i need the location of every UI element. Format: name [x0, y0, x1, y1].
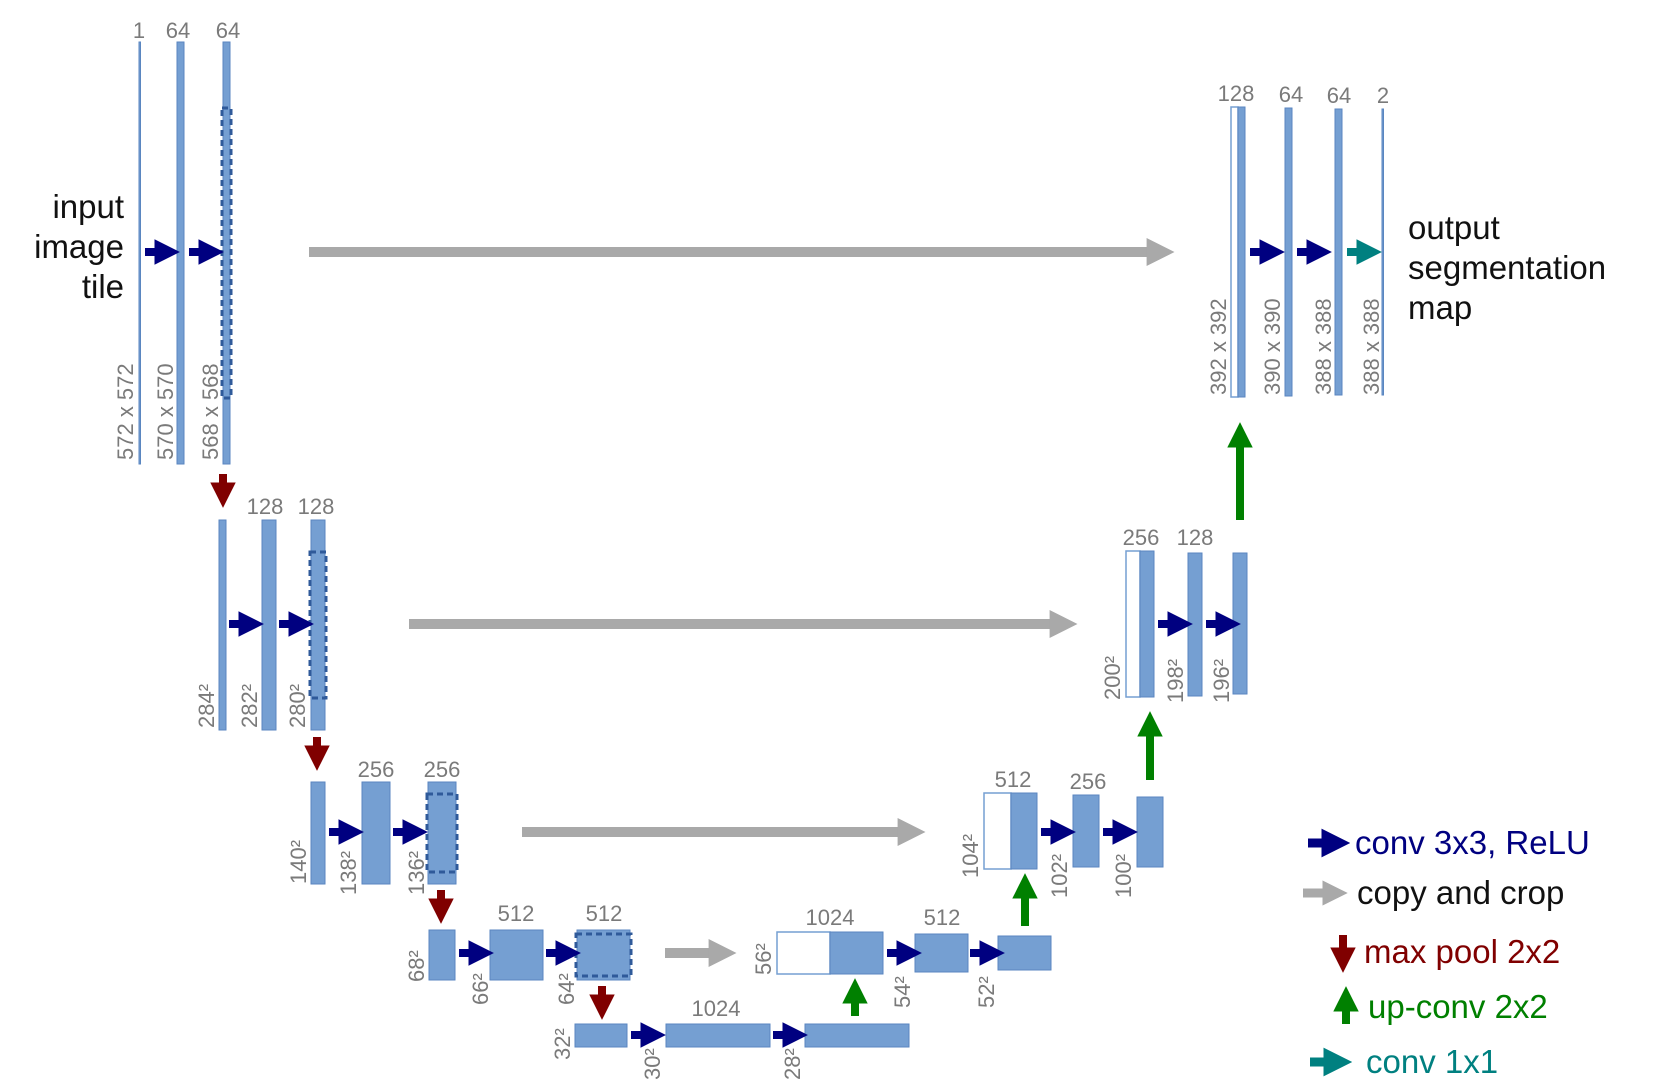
feature-map-52 [997, 935, 1052, 971]
size-label: 392 x 392 [1206, 298, 1231, 395]
size-label: 64² [554, 973, 579, 1005]
crop-region-level3 [425, 792, 459, 874]
size-label: 570 x 570 [153, 363, 178, 460]
legend: conv 3x3, ReLU copy and crop max pool 2x… [1303, 824, 1590, 1080]
channel-label: 512 [995, 767, 1032, 792]
size-label: 280² [285, 684, 310, 728]
size-label: 198² [1163, 659, 1188, 703]
input-label-line2: image [34, 228, 124, 265]
size-label: 140² [286, 840, 311, 884]
size-label: 54² [890, 976, 915, 1008]
feature-map-28 [804, 1023, 910, 1048]
size-label: 32² [550, 1028, 575, 1060]
size-label: 68² [404, 950, 429, 982]
channel-label: 1024 [692, 996, 741, 1021]
feature-map-30 [665, 1023, 771, 1048]
feature-map-568 [222, 41, 231, 465]
channel-label: 128 [298, 494, 335, 519]
feature-map-copied-392 [1230, 106, 1239, 398]
feature-map-66 [489, 929, 544, 981]
feature-map-388a [1334, 108, 1343, 396]
feature-map-104 [1010, 792, 1038, 870]
legend-label-conv1x1: conv 1x1 [1366, 1043, 1498, 1080]
size-label: 390 x 390 [1260, 298, 1285, 395]
feature-map-54 [914, 933, 969, 973]
feature-map-390 [1284, 107, 1293, 397]
feature-map-196 [1232, 552, 1248, 695]
feature-map-136 [427, 781, 457, 885]
size-label: 196² [1209, 659, 1234, 703]
feature-map-copied-200 [1125, 550, 1141, 698]
feature-map-388b [1381, 108, 1384, 396]
size-label: 282² [237, 684, 262, 728]
feature-map-198 [1187, 552, 1203, 697]
size-label: 388 x 388 [1311, 298, 1336, 395]
size-label: 104² [958, 834, 983, 878]
feature-map-282 [261, 519, 277, 731]
size-label: 200² [1100, 656, 1125, 700]
size-label: 52² [974, 976, 999, 1008]
channel-label: 256 [1123, 525, 1160, 550]
channel-label: 64 [1327, 83, 1351, 108]
channel-label: 512 [498, 901, 535, 926]
size-label: 100² [1111, 854, 1136, 898]
feature-map-392 [1237, 106, 1246, 398]
channel-label: 512 [924, 905, 961, 930]
feature-map-102 [1072, 794, 1100, 868]
input-label-line1: input [52, 188, 124, 225]
size-label: 388 x 388 [1359, 298, 1384, 395]
size-label: 284² [194, 684, 219, 728]
channel-label: 128 [1218, 81, 1255, 106]
channel-label: 256 [358, 757, 395, 782]
size-label: 102² [1047, 854, 1072, 898]
input-label-line3: tile [82, 268, 124, 305]
feature-map-100 [1136, 796, 1164, 868]
feature-map-64 [576, 929, 631, 981]
channel-label: 128 [1177, 525, 1214, 550]
feature-map-572 [138, 41, 141, 465]
feature-map-570 [176, 41, 185, 465]
size-label: 138² [336, 851, 361, 895]
size-label: 30² [640, 1048, 665, 1080]
feature-map-56 [829, 931, 884, 975]
channel-label: 1024 [806, 905, 855, 930]
feature-map-284 [218, 519, 227, 731]
size-label: 568 x 568 [198, 363, 223, 460]
channel-label: 64 [216, 18, 240, 43]
legend-label-upconv: up-conv 2x2 [1368, 988, 1548, 1025]
channel-label: 64 [166, 18, 190, 43]
size-label: 56² [751, 943, 776, 975]
feature-map-140 [310, 781, 326, 885]
output-label-line3: map [1408, 289, 1472, 326]
size-label: 28² [780, 1048, 805, 1080]
output-label-line2: segmentation [1408, 249, 1606, 286]
size-label: 572 x 572 [113, 363, 138, 460]
channel-label: 2 [1377, 83, 1389, 108]
channel-label: 1 [133, 18, 145, 43]
feature-map-copied-104 [983, 792, 1012, 870]
channel-label: 128 [247, 494, 284, 519]
legend-label-pool: max pool 2x2 [1364, 933, 1560, 970]
feature-map-200 [1139, 550, 1155, 698]
legend-label-copy: copy and crop [1357, 874, 1564, 911]
feature-map-copied-56 [776, 931, 831, 975]
channel-label: 256 [424, 757, 461, 782]
feature-map-138 [361, 781, 391, 885]
output-label-line1: output [1408, 209, 1500, 246]
feature-map-32 [574, 1023, 628, 1048]
size-label: 136² [404, 851, 429, 895]
size-label: 66² [468, 973, 493, 1005]
channel-label: 256 [1070, 769, 1107, 794]
channel-label: 64 [1279, 82, 1303, 107]
channel-label: 512 [586, 901, 623, 926]
legend-label-conv: conv 3x3, ReLU [1355, 824, 1590, 861]
feature-map-68 [428, 929, 456, 981]
